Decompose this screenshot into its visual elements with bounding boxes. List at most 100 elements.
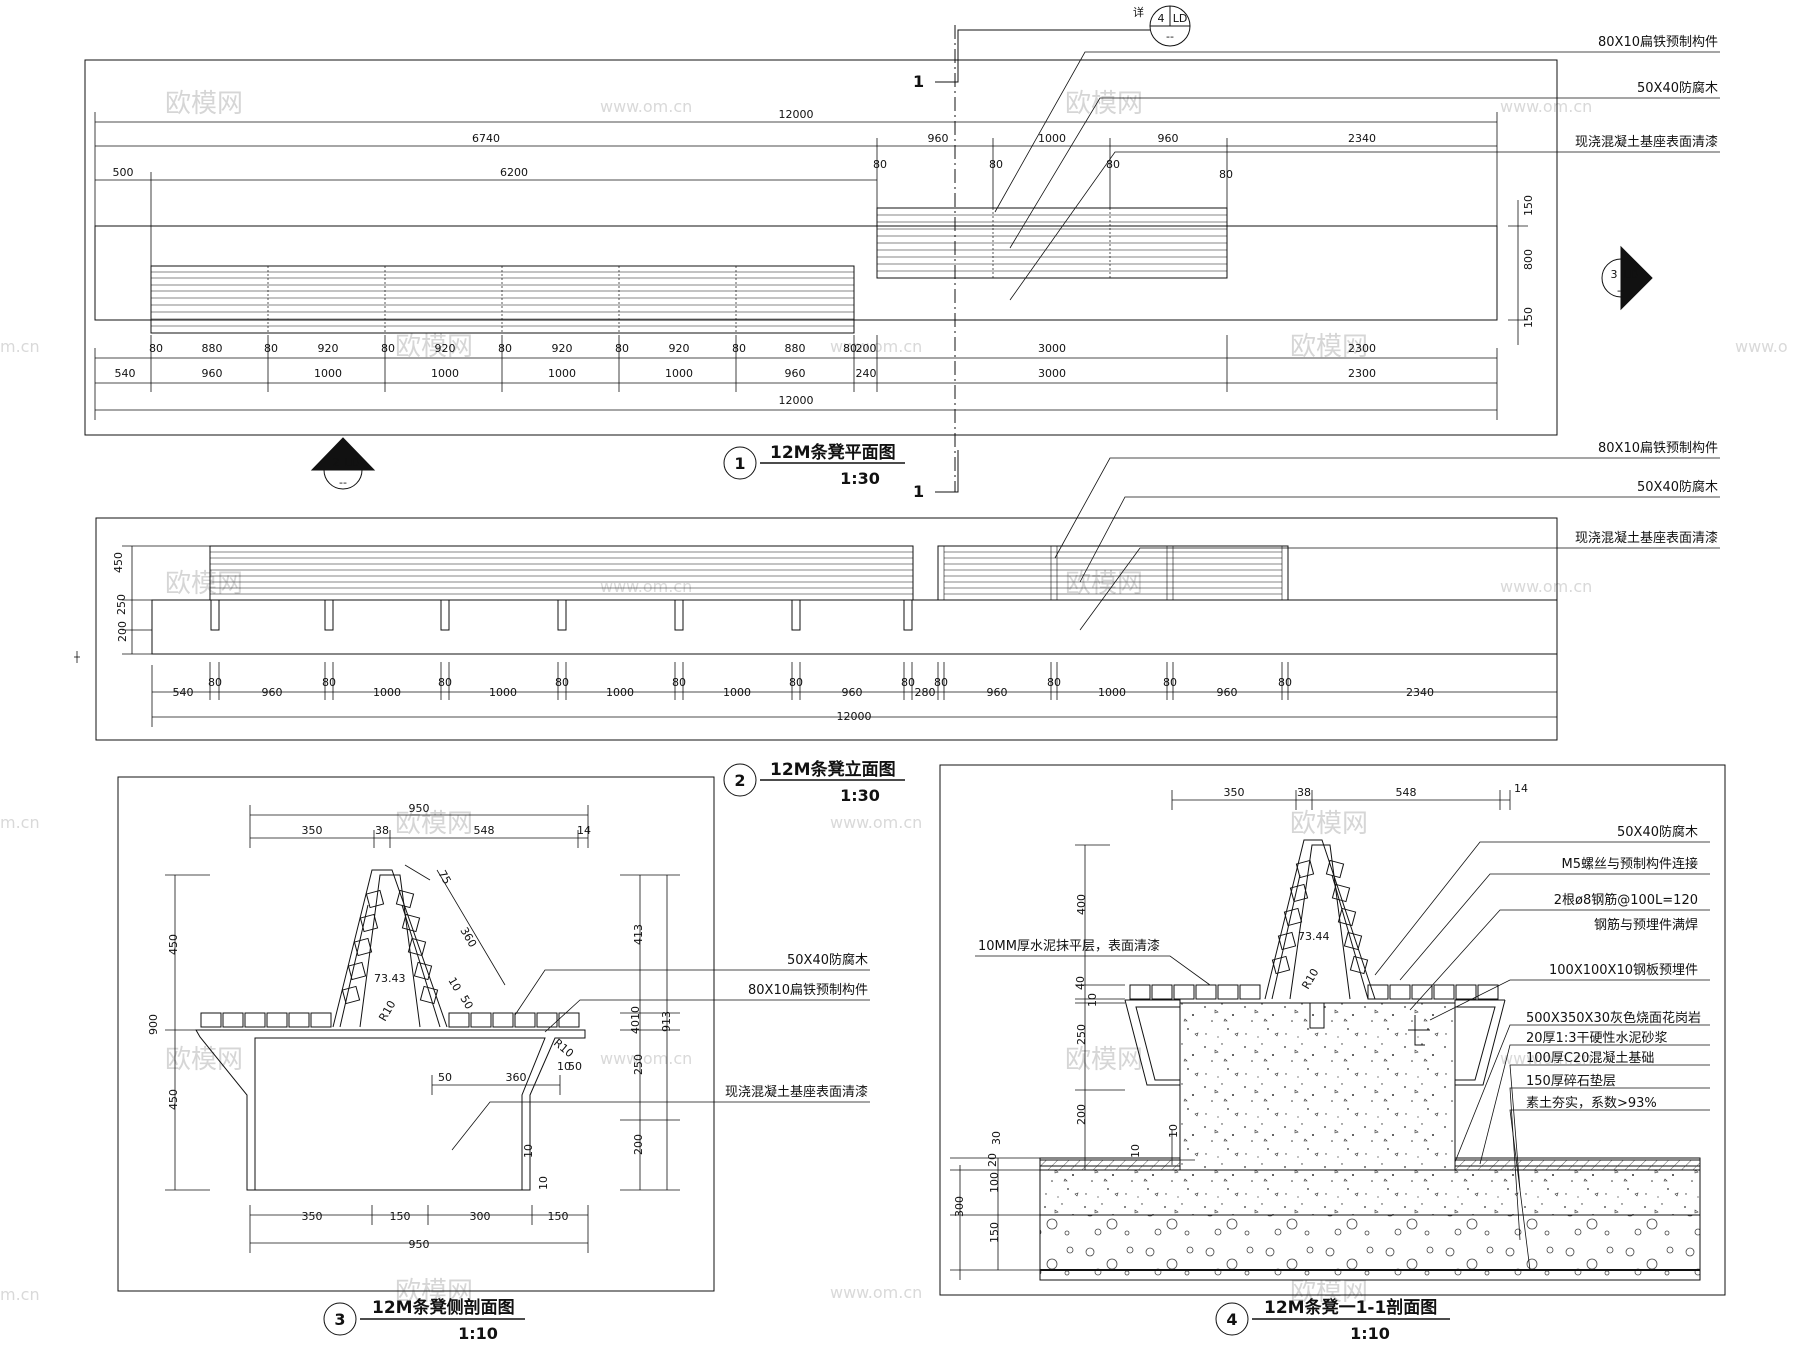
plan-dim: 80 bbox=[264, 342, 278, 355]
side-dim-right: 10 bbox=[629, 1006, 642, 1020]
plan-dim: 80 bbox=[498, 342, 512, 355]
plan-dim: 2340 bbox=[1348, 132, 1376, 145]
elevation-bench-long bbox=[209, 545, 914, 601]
elev-dim: 80 bbox=[208, 676, 222, 689]
side-seat-slats bbox=[200, 1012, 580, 1028]
side-steel-frame bbox=[195, 1029, 586, 1191]
side-dim-right: 250 bbox=[632, 1054, 645, 1075]
elev-dim: 960 bbox=[1217, 686, 1238, 699]
plan-bench-long bbox=[150, 265, 855, 334]
side-ref-arrow bbox=[1620, 245, 1653, 311]
elev-dim: 80 bbox=[555, 676, 569, 689]
plan-dim-total-top: 12000 bbox=[779, 108, 814, 121]
plan-bench-short-slats bbox=[877, 214, 1227, 272]
plan-dim-post: 80 bbox=[873, 158, 887, 171]
elev-ref-code: LD bbox=[345, 456, 360, 469]
side-ref-num: 3 bbox=[1611, 268, 1618, 281]
elev-callout: 现浇混凝土基座表面清漆 bbox=[1575, 530, 1718, 546]
plan-bench-long-slats bbox=[151, 271, 854, 327]
elevation-legs bbox=[210, 599, 913, 631]
side-dim-left: 900 bbox=[147, 1014, 160, 1035]
side-inner-dim: 10 bbox=[522, 1144, 535, 1158]
elev-dim: 960 bbox=[262, 686, 283, 699]
plan-title-number: 1 bbox=[734, 454, 745, 473]
side-dim-bottom: 350 bbox=[302, 1210, 323, 1223]
elev-dim: 80 bbox=[1047, 676, 1061, 689]
side-inner-dim: 10 bbox=[557, 1060, 571, 1073]
plan-title: 12M条凳平面图 bbox=[770, 442, 896, 463]
elev-dim: 80 bbox=[1163, 676, 1177, 689]
section-bracket-right bbox=[1454, 999, 1506, 1086]
section-dimension-lines bbox=[950, 790, 1511, 1280]
section-angle: 73.44 bbox=[1298, 930, 1330, 943]
plan-title-number-circle bbox=[723, 446, 757, 480]
side-inner-dim: 50 bbox=[438, 1071, 452, 1084]
elev-dim: 80 bbox=[438, 676, 452, 689]
side-ref-code: LD bbox=[1624, 268, 1639, 281]
section-dim-left: 10 bbox=[1086, 993, 1099, 1007]
elev-dim: 1000 bbox=[373, 686, 401, 699]
section-text: 350 38 548 14 400 40 10 250 200 30 20 10… bbox=[953, 782, 1701, 1343]
plan-frame bbox=[84, 59, 1558, 436]
detail-ref-sub: -- bbox=[1166, 30, 1174, 43]
elevation-scale: 1:30 bbox=[840, 786, 880, 805]
side-dim-bottom: 150 bbox=[548, 1210, 569, 1223]
watermark-brand: 欧模网 bbox=[395, 1277, 473, 1307]
plan-bottom-dimension-lines bbox=[94, 335, 1498, 420]
section-mark-bottom: 1 bbox=[913, 482, 924, 501]
section-dim-top: 548 bbox=[1396, 786, 1417, 799]
plan-dim: 80 bbox=[381, 342, 395, 355]
elev-dim-left: 250 bbox=[115, 594, 128, 615]
side-dim-total: 950 bbox=[409, 802, 430, 815]
section-frame bbox=[939, 764, 1726, 1296]
section-view bbox=[939, 764, 1726, 1336]
elev-dim-left: 450 bbox=[112, 552, 125, 573]
watermark-brand: 欧模网 bbox=[1065, 89, 1143, 119]
section-scale: 1:10 bbox=[1350, 1324, 1390, 1343]
plan-dim: 80 bbox=[615, 342, 629, 355]
section-concrete-foundation bbox=[1039, 1169, 1701, 1216]
side-section-view bbox=[117, 776, 870, 1336]
side-back-dim: 75 bbox=[435, 868, 453, 887]
plan-dim: 540 bbox=[115, 367, 136, 380]
plan-dim: 6740 bbox=[472, 132, 500, 145]
detail-ref-num: 4 bbox=[1158, 12, 1165, 25]
plan-dim-total-bottom: 12000 bbox=[779, 394, 814, 407]
side-section-text: 950 350 38 548 14 75 360 10 50 73.43 R10… bbox=[147, 802, 868, 1343]
plan-dim: 880 bbox=[785, 342, 806, 355]
plan-dim: 80 bbox=[843, 342, 857, 355]
section-dim-left: 400 bbox=[1075, 894, 1088, 915]
elevation-text: 450 250 200 540 80 960 80 1000 80 1000 8… bbox=[112, 441, 1718, 805]
side-inner-dim: 50 bbox=[568, 1060, 582, 1073]
elev-ref-arrow bbox=[310, 437, 376, 471]
watermark-site: www.om.cn bbox=[830, 813, 922, 832]
side-title: 12M条凳侧剖面图 bbox=[372, 1297, 515, 1318]
section-title-number: 4 bbox=[1226, 1310, 1237, 1329]
elevation-frame bbox=[95, 517, 1558, 741]
section-small-dim: 10 bbox=[1167, 1124, 1180, 1138]
elev-ref-num: 2 bbox=[333, 456, 340, 469]
section-callout: M5螺丝与预制构件连接 bbox=[1562, 856, 1699, 872]
elevation-base bbox=[151, 599, 1558, 655]
side-dimension-lines bbox=[165, 805, 680, 1253]
elev-dim: 80 bbox=[789, 676, 803, 689]
watermark-brand: 欧模网 bbox=[395, 809, 473, 839]
section-rebar bbox=[1408, 1015, 1430, 1046]
plan-dim: 960 bbox=[785, 367, 806, 380]
elevation-view bbox=[74, 457, 1720, 797]
side-dim-right: 913 bbox=[660, 1011, 673, 1032]
watermark-edge: m.cn bbox=[0, 813, 40, 832]
side-dim-bottom: 150 bbox=[390, 1210, 411, 1223]
plan-dim: 2300 bbox=[1348, 342, 1376, 355]
section-callout: 50X40防腐木 bbox=[1617, 824, 1698, 840]
plan-callout: 80X10扁铁预制构件 bbox=[1598, 35, 1718, 50]
side-callout: 现浇混凝土基座表面清漆 bbox=[725, 1084, 868, 1100]
watermark-site: www.om.cn bbox=[1500, 1049, 1592, 1068]
plan-callout: 50X40防腐木 bbox=[1637, 80, 1718, 96]
plan-dim: 1000 bbox=[431, 367, 459, 380]
elev-dim: 80 bbox=[672, 676, 686, 689]
plan-right-dimension-lines bbox=[1508, 200, 1528, 345]
section-concrete-base bbox=[1179, 1002, 1456, 1171]
watermark-site: www.om.cn bbox=[830, 337, 922, 356]
elev-dim: 80 bbox=[322, 676, 336, 689]
